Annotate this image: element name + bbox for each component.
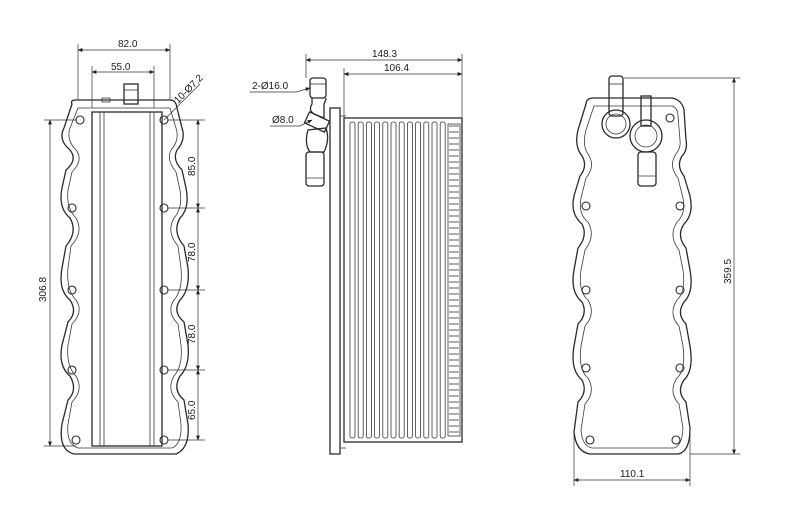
front-bolt-hole bbox=[67, 365, 77, 375]
dim-front-width-label: 82.0 bbox=[118, 39, 138, 50]
dim-pitch-1-label: 85.0 bbox=[187, 156, 198, 176]
port-callout: 2-Ø16.0 bbox=[250, 81, 311, 93]
side-fin-tube bbox=[431, 121, 438, 439]
dim-rear-width: 110.1 bbox=[573, 430, 691, 486]
side-core bbox=[343, 117, 463, 443]
rear-bolt-hole bbox=[671, 435, 681, 445]
front-bolt-hole bbox=[67, 203, 77, 213]
rear-bolt-hole bbox=[675, 201, 685, 211]
front-bolt-hole bbox=[159, 285, 169, 295]
rear-bolt-hole bbox=[585, 435, 595, 445]
side-fins bbox=[349, 121, 459, 439]
side-fin-tube bbox=[382, 121, 389, 439]
dim-front-inner-width: 55.0 bbox=[91, 62, 155, 108]
dim-front-inner-width-label: 55.0 bbox=[111, 62, 131, 73]
side-fin-tube bbox=[415, 121, 422, 439]
dim-side-core-depth-label: 106.4 bbox=[384, 63, 409, 74]
dim-side-depth: 148.3 bbox=[305, 49, 463, 118]
dim-front-height-label: 306.8 bbox=[38, 277, 49, 302]
dim-front-height: 306.8 bbox=[38, 119, 76, 447]
side-fin-tube bbox=[423, 121, 430, 439]
rear-bolt-hole bbox=[581, 363, 591, 373]
side-fin-tube bbox=[390, 121, 397, 439]
side-fin-tube bbox=[439, 121, 446, 439]
front-bolt-hole bbox=[71, 435, 81, 445]
port-callout-label: 2-Ø16.0 bbox=[252, 81, 289, 92]
front-top-pipe bbox=[123, 83, 139, 105]
rear-view: 359.5 110.1 bbox=[572, 75, 740, 486]
front-bolt-hole bbox=[67, 285, 77, 295]
rear-ports bbox=[601, 75, 663, 187]
dim-side-core-depth: 106.4 bbox=[343, 63, 463, 118]
front-gasket-outline bbox=[60, 99, 189, 455]
side-fin-tube bbox=[374, 121, 381, 439]
side-fin-tube bbox=[406, 121, 413, 439]
rear-gasket-outline bbox=[572, 97, 692, 455]
hole-callout-label: 10-Ø7.2 bbox=[172, 72, 206, 106]
front-gasket-inner bbox=[67, 107, 182, 449]
rear-bolt-hole bbox=[665, 113, 675, 123]
side-fin-tube bbox=[349, 121, 356, 439]
front-bolt-hole bbox=[75, 115, 85, 125]
dim-rear-height: 359.5 bbox=[624, 77, 740, 455]
side-port-pipes bbox=[303, 77, 331, 187]
front-body bbox=[91, 111, 163, 447]
rear-bolt-hole bbox=[675, 363, 685, 373]
dim-pitch-4-label: 65.0 bbox=[187, 400, 198, 420]
rear-bolt-hole bbox=[581, 201, 591, 211]
side-fin-tube bbox=[398, 121, 405, 439]
side-view: 148.3 106.4 2-Ø16.0 Ø8.0 bbox=[250, 49, 463, 455]
dim-pitch-2-label: 78.0 bbox=[187, 242, 198, 262]
front-bolt-hole bbox=[159, 435, 169, 445]
dim-side-depth-label: 148.3 bbox=[372, 49, 397, 60]
small-port-callout-label: Ø8.0 bbox=[272, 115, 294, 126]
front-view: 82.0 55.0 10-Ø7.2 306.8 bbox=[38, 39, 206, 455]
side-plate bbox=[329, 107, 341, 455]
side-fin-tube bbox=[357, 121, 364, 439]
rear-bolt-hole bbox=[581, 285, 591, 295]
dim-rear-width-label: 110.1 bbox=[620, 469, 645, 480]
dim-front-pitches: 85.0 78.0 78.0 65.0 bbox=[168, 119, 205, 441]
front-bolt-hole bbox=[159, 365, 169, 375]
dim-pitch-3-label: 78.0 bbox=[187, 324, 198, 344]
side-fin-tube bbox=[365, 121, 372, 439]
front-bolt-hole bbox=[159, 203, 169, 213]
dim-rear-height-label: 359.5 bbox=[723, 259, 734, 284]
rear-gasket-inner bbox=[579, 105, 685, 449]
dim-front-width: 82.0 bbox=[77, 39, 171, 100]
small-port-callout: Ø8.0 bbox=[270, 115, 313, 127]
rear-bolt-hole bbox=[675, 285, 685, 295]
